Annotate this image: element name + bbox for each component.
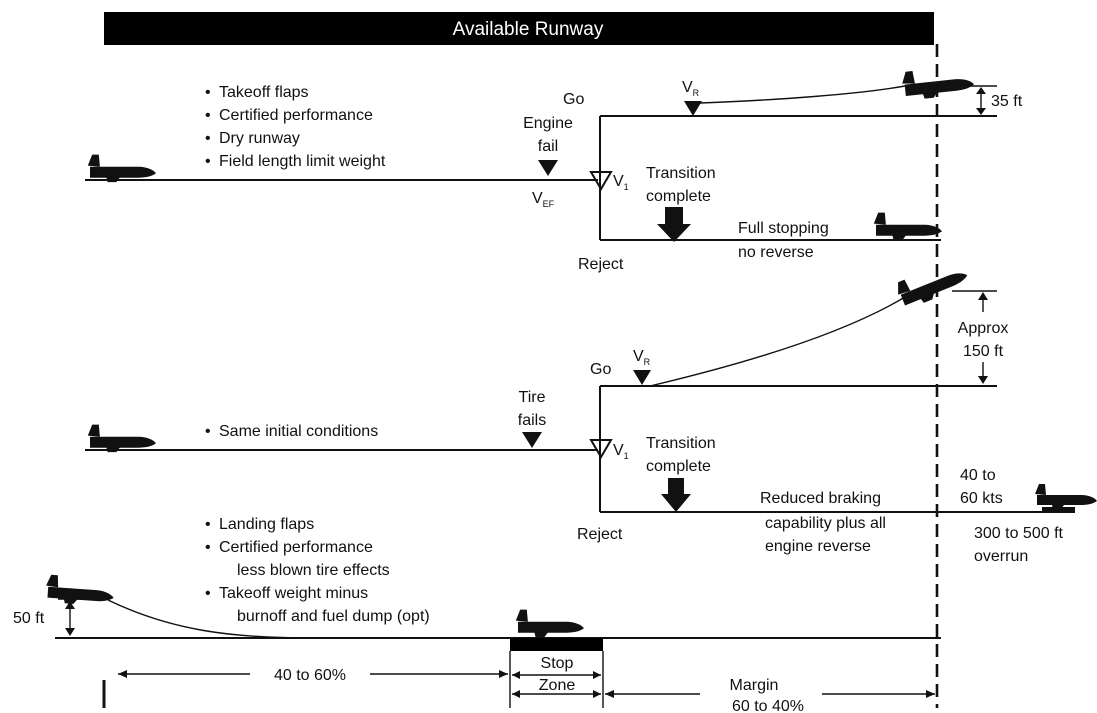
overrun-label-1: 300 to 500 ft xyxy=(974,525,1064,542)
scenario3-bullets: • Landing flaps • Certified performance … xyxy=(205,516,430,625)
braking-label-2: capability plus all xyxy=(765,515,886,532)
transition-label-1a: Transition xyxy=(646,165,716,182)
bullet-same-conditions: Same initial conditions xyxy=(219,423,378,440)
margin-percent-label: 60 to 40% xyxy=(732,698,804,713)
vef-label: VEF xyxy=(532,190,555,209)
transition-arrow-icon xyxy=(657,207,691,242)
vr-marker-icon-2 xyxy=(633,370,651,385)
continuation-blown-tire: less blown tire effects xyxy=(237,562,390,579)
airplane-icon xyxy=(87,424,156,453)
braking-label-3: engine reverse xyxy=(765,538,871,555)
scenario1-bullets: • Takeoff flaps • Certified performance … xyxy=(205,84,386,170)
svg-text:•: • xyxy=(205,153,211,170)
tire-fails-label-2: fails xyxy=(518,412,546,429)
airplane-icon xyxy=(44,574,115,607)
stopping-label-1: Full stopping xyxy=(738,220,829,237)
overrun-label-2: overrun xyxy=(974,548,1028,565)
svg-text:•: • xyxy=(205,539,211,556)
tire-fail-marker-icon xyxy=(522,432,542,448)
bullet-takeoff-weight: Takeoff weight minus xyxy=(219,585,368,602)
height-arrowheads-3 xyxy=(65,601,75,636)
svg-text:•: • xyxy=(205,423,211,440)
vr-marker-icon xyxy=(684,101,702,116)
airplane-icon xyxy=(515,609,584,638)
height-arrowheads-1 xyxy=(976,87,986,115)
climb-path-1 xyxy=(699,85,906,104)
airplane-icon xyxy=(873,212,942,241)
available-runway-banner xyxy=(104,12,934,45)
v1-label: V1 xyxy=(613,173,629,192)
v1-label-2: V1 xyxy=(613,442,629,461)
bullet-certified-performance: Certified performance xyxy=(219,107,373,124)
speed-label-1: 40 to xyxy=(960,467,996,484)
bullet-takeoff-flaps: Takeoff flaps xyxy=(219,84,309,101)
svg-text:•: • xyxy=(205,585,211,602)
go-label-2: Go xyxy=(590,361,611,378)
left-percent-label: 40 to 60% xyxy=(274,667,346,684)
zone-label: Zone xyxy=(539,677,576,694)
transition-arrow-icon-2 xyxy=(661,478,691,512)
svg-text:•: • xyxy=(205,516,211,533)
svg-text:•: • xyxy=(205,107,211,124)
transition-label-2b: complete xyxy=(646,458,711,475)
engine-fail-label-1: Engine xyxy=(523,115,573,132)
engine-fail-label-2: fail xyxy=(538,138,558,155)
tire-fails-label-1: Tire xyxy=(519,389,546,406)
transition-label-1b: complete xyxy=(646,188,711,205)
height-label-150ft: 150 ft xyxy=(963,343,1004,360)
reject-label-2: Reject xyxy=(577,526,623,543)
airplane-icon xyxy=(893,257,971,311)
stopping-label-2: no reverse xyxy=(738,244,814,261)
reject-label-1: Reject xyxy=(578,256,624,273)
transition-label-2a: Transition xyxy=(646,435,716,452)
climb-path-2 xyxy=(649,296,906,387)
airplane-icon xyxy=(1035,484,1097,509)
bullet-field-length: Field length limit weight xyxy=(219,153,386,170)
height-label-35ft: 35 ft xyxy=(991,93,1023,110)
stop-label: Stop xyxy=(541,655,574,672)
height-label-approx: Approx xyxy=(958,320,1009,337)
stop-zone-bar xyxy=(510,638,603,651)
engine-fail-marker-icon xyxy=(538,160,558,176)
airplane-icon xyxy=(87,154,156,183)
vr-label-2: VR xyxy=(633,348,651,367)
svg-text:•: • xyxy=(205,84,211,101)
height-label-50ft: 50 ft xyxy=(13,610,45,627)
bullet-dry-runway: Dry runway xyxy=(219,130,300,147)
svg-text:•: • xyxy=(205,130,211,147)
speed-label-2: 60 kts xyxy=(960,490,1003,507)
bullet-certified-performance-2: Certified performance xyxy=(219,539,373,556)
bullet-landing-flaps: Landing flaps xyxy=(219,516,314,533)
banner-title: Available Runway xyxy=(453,19,604,40)
vr-label: VR xyxy=(682,79,700,98)
margin-label: Margin xyxy=(730,677,779,694)
continuation-burnoff: burnoff and fuel dump (opt) xyxy=(237,608,430,625)
go-label-1: Go xyxy=(563,91,584,108)
braking-label-1: Reduced braking xyxy=(760,490,881,507)
